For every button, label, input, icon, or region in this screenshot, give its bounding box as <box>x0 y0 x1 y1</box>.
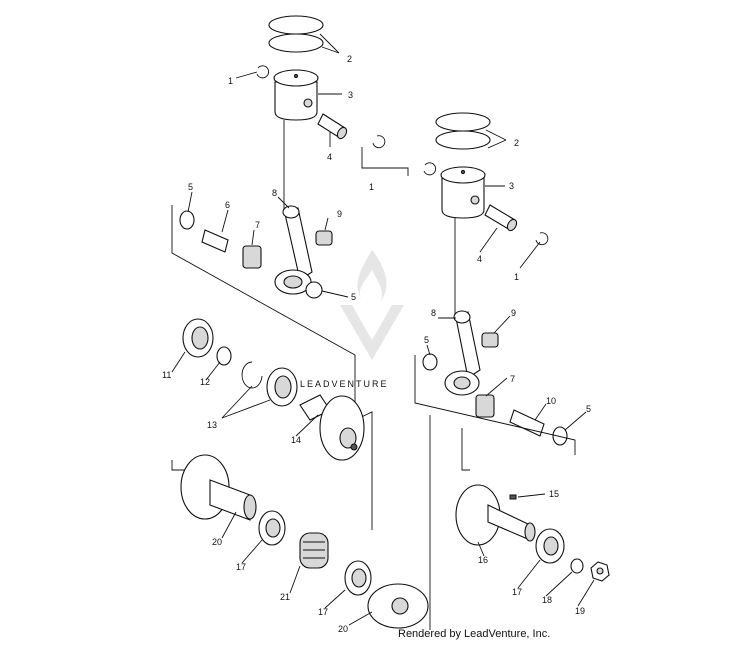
crank-flywheel-20-lower <box>367 583 429 629</box>
needle-bearing-7-right <box>475 394 495 418</box>
callout-8: 8 <box>272 188 277 198</box>
callout-15: 15 <box>549 489 559 499</box>
crankshaft-half-14 <box>299 394 365 461</box>
main-bearing-17-lower <box>344 560 372 596</box>
thrust-washer-left-top <box>179 210 195 230</box>
wrist-pin-left <box>317 113 348 140</box>
callout-5c: 5 <box>424 335 429 345</box>
callout-2b: 2 <box>514 138 519 148</box>
crank-pin-left <box>201 229 229 253</box>
main-bearing-13 <box>266 367 298 407</box>
callout-18: 18 <box>542 595 552 605</box>
callout-17: 17 <box>236 562 246 572</box>
callout-5b: 5 <box>351 292 356 302</box>
callout-leader-1-shared <box>361 147 409 176</box>
callout-12: 12 <box>200 377 210 387</box>
thrust-washer-right-bottom <box>552 426 568 446</box>
snap-ring-13 <box>241 361 263 389</box>
callout-5d: 5 <box>586 404 591 414</box>
main-bearing-17-left <box>258 510 286 546</box>
key-15 <box>509 494 517 500</box>
main-bearing-11 <box>182 318 214 358</box>
connecting-rod-right <box>444 310 481 396</box>
thrust-washer-right-top <box>422 353 438 371</box>
callout-5: 5 <box>188 182 193 192</box>
callout-4: 4 <box>327 152 332 162</box>
bracket-left-1 <box>171 205 356 420</box>
gear-21 <box>299 532 329 569</box>
bracket-right-1 <box>414 355 576 455</box>
callout-8b: 8 <box>431 308 436 318</box>
callout-17c: 17 <box>512 587 522 597</box>
watermark-logo-icon <box>340 250 404 360</box>
wrist-pin-right <box>484 204 518 232</box>
callout-14: 14 <box>291 435 301 445</box>
piston-rings-left <box>268 15 324 53</box>
callout-labels: 1 2 3 4 1 5 6 7 8 9 5 11 12 13 14 20 17 … <box>162 54 591 634</box>
callout-1: 1 <box>228 76 233 86</box>
needle-bearing-7-left <box>242 245 262 269</box>
callout-6: 6 <box>225 200 230 210</box>
nut-19 <box>590 561 610 582</box>
circlip-right-b <box>535 232 549 246</box>
callout-4b: 4 <box>477 254 482 264</box>
bracket-right-2 <box>461 428 470 471</box>
callout-1c: 1 <box>514 272 519 282</box>
callout-9: 9 <box>337 209 342 219</box>
crank-pin-right <box>509 409 545 437</box>
washer-18 <box>570 558 584 574</box>
needle-bearing-9-left <box>315 230 333 246</box>
watermark-text: LEADVENTURE <box>300 379 389 389</box>
callout-10: 10 <box>546 396 556 406</box>
callout-20: 20 <box>212 537 222 547</box>
callout-3: 3 <box>348 90 353 100</box>
callout-11: 11 <box>162 370 171 380</box>
connecting-rod-left <box>274 205 313 295</box>
needle-bearing-9-right <box>481 332 499 348</box>
crankshaft-half-16 <box>455 484 536 546</box>
callout-13: 13 <box>207 420 217 430</box>
piston-right <box>440 166 486 318</box>
callout-2: 2 <box>347 54 352 64</box>
piston-rings-right <box>435 112 491 150</box>
circlip-left-a <box>256 65 269 79</box>
callout-19: 19 <box>575 606 585 616</box>
main-bearing-17-right <box>535 528 565 564</box>
callout-21: 21 <box>280 592 290 602</box>
circlip-left-b <box>372 135 386 149</box>
callout-17b: 17 <box>318 607 328 617</box>
callout-1b: 1 <box>369 182 374 192</box>
piston-left <box>273 69 319 215</box>
callout-9b: 9 <box>511 308 516 318</box>
callout-16: 16 <box>478 555 488 565</box>
render-credit: Rendered by LeadVenture, Inc. <box>398 628 551 640</box>
callout-7: 7 <box>255 220 260 230</box>
callout-7b: 7 <box>510 374 515 384</box>
circlip-right-a <box>423 162 436 176</box>
callout-20b: 20 <box>338 624 348 634</box>
callout-3b: 3 <box>509 181 514 191</box>
thrust-washer-left-bottom <box>305 281 323 299</box>
callout-leaders <box>171 33 595 626</box>
crank-flywheel-20-left <box>180 454 257 521</box>
seal-12 <box>216 346 232 366</box>
